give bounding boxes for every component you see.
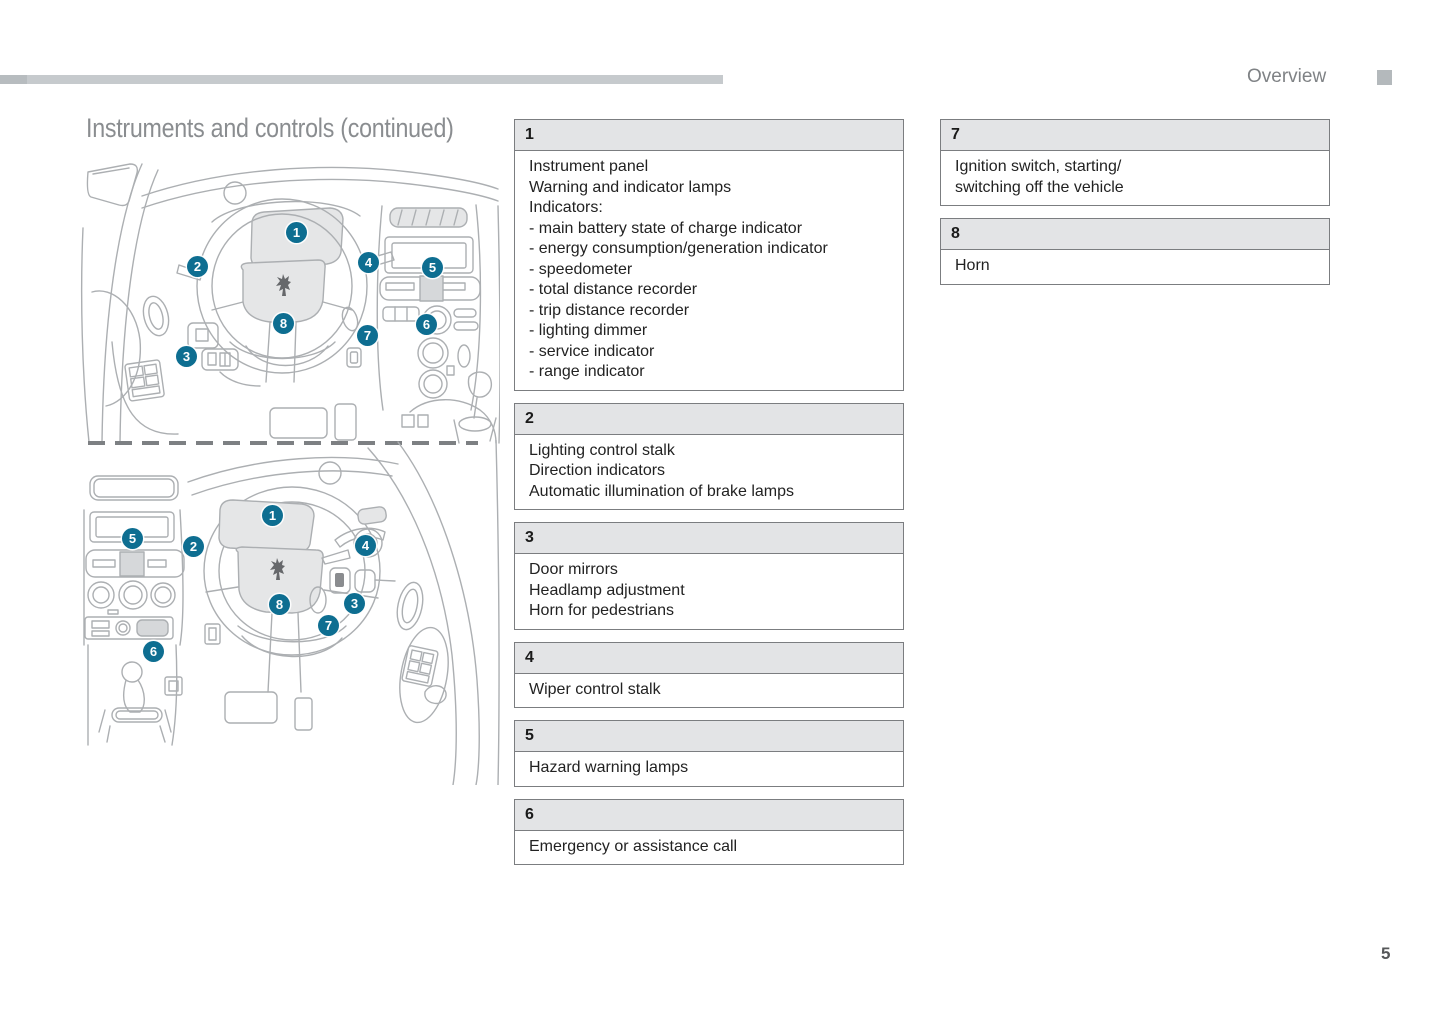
table-line: Horn [955, 257, 990, 274]
info-table-8-number: 8 [941, 219, 1329, 250]
table-line: Indicators: [529, 199, 603, 216]
table-line: Direction indicators [529, 462, 666, 479]
info-table-7-body: Ignition switch, starting/ switching off… [941, 151, 1329, 205]
callout-top-7: 7 [357, 325, 378, 346]
peugeot-lion-icon [276, 274, 291, 296]
dashboard-diagrams: 1 2 3 4 5 6 7 8 1 2 3 4 5 6 7 8 [80, 110, 500, 800]
info-table-3-number: 3 [515, 523, 903, 554]
info-table-7: 7 Ignition switch, starting/ switching o… [940, 119, 1330, 206]
callout-bottom-7: 7 [318, 615, 339, 636]
table-line: - total distance recorder [529, 281, 698, 298]
callout-top-1: 1 [286, 222, 307, 243]
table-line: - service indicator [529, 342, 655, 360]
table-line: Door mirrors [529, 561, 618, 578]
callout-top-6: 6 [416, 314, 437, 335]
section-marker-square [1377, 70, 1392, 85]
table-line: Headlamp adjustment [529, 581, 685, 599]
info-table-7-number: 7 [941, 120, 1329, 151]
info-table-4-number: 4 [515, 642, 903, 674]
legend-column-side: 7 Ignition switch, starting/ switching o… [940, 119, 1330, 297]
table-line: Automatic illumination of brake lamps [529, 482, 795, 500]
info-table-5-body: Hazard warning lamps [515, 752, 903, 786]
info-table-2-number: 2 [515, 403, 903, 435]
callout-bottom-5: 5 [122, 528, 143, 549]
info-table-8: 8 Horn [940, 218, 1330, 285]
info-table-1-number: 1 [515, 120, 903, 151]
info-table-2: 2 Lighting control stalk Direction indic… [514, 402, 904, 510]
table-line: Lighting control stalk [529, 441, 675, 459]
info-table-5-number: 5 [515, 721, 903, 752]
info-table-1-body: Instrument panel Warning and indicator l… [515, 151, 903, 390]
table-line: - main battery state of charge indicator [529, 219, 803, 237]
dashboard-illustration-top [80, 163, 500, 444]
section-label: Overview [1247, 66, 1327, 87]
callout-bottom-2: 2 [183, 536, 204, 557]
callout-top-4: 4 [358, 252, 379, 273]
legend-column-main: 1 Instrument panel Warning and indicator… [514, 119, 904, 877]
info-table-5: 5 Hazard warning lamps [514, 720, 904, 787]
callout-bottom-1: 1 [262, 505, 283, 526]
table-line: - lighting dimmer [529, 322, 648, 339]
info-table-3: 3 Door mirrors Headlamp adjustment Horn … [514, 522, 904, 630]
table-line: - trip distance recorder [529, 301, 690, 319]
table-line: Horn for pedestrians [529, 602, 674, 619]
callout-bottom-8: 8 [269, 594, 290, 615]
dashed-divider [88, 441, 478, 445]
info-table-6-body: Emergency or assistance call [515, 831, 903, 865]
table-line: - speedometer [529, 260, 633, 278]
callout-bottom-6: 6 [143, 641, 164, 662]
table-line: Ignition switch, starting/ [955, 158, 1122, 175]
info-table-2-body: Lighting control stalk Direction indicat… [515, 435, 903, 510]
page-number: 5 [1381, 944, 1391, 963]
callout-bottom-3: 3 [344, 593, 365, 614]
table-line: Emergency or assistance call [529, 837, 738, 855]
table-line: - range indicator [529, 363, 645, 380]
top-rule-bar-cap [0, 75, 27, 84]
info-table-6-number: 6 [515, 799, 903, 831]
table-line: Instrument panel [529, 158, 649, 175]
table-line: switching off the vehicle [955, 178, 1124, 196]
info-table-1: 1 Instrument panel Warning and indicator… [514, 119, 904, 391]
info-table-8-body: Horn [941, 250, 1329, 284]
dashboard-illustration-bottom [83, 440, 500, 785]
callout-top-2: 2 [187, 256, 208, 277]
info-table-3-body: Door mirrors Headlamp adjustment Horn fo… [515, 554, 903, 629]
table-line: Wiper control stalk [529, 680, 661, 698]
table-line: - energy consumption/generation indicato… [529, 240, 828, 257]
callout-bottom-4: 4 [355, 535, 376, 556]
callout-top-5: 5 [422, 257, 443, 278]
peugeot-lion-icon [270, 558, 285, 580]
page-title: Instruments and controls (continued) [86, 113, 454, 143]
top-rule-bar [0, 75, 723, 84]
table-line: Warning and indicator lamps [529, 178, 732, 196]
info-table-4: 4 Wiper control stalk [514, 641, 904, 708]
table-line: Hazard warning lamps [529, 759, 689, 776]
callout-top-8: 8 [273, 313, 294, 334]
info-table-4-body: Wiper control stalk [515, 674, 903, 708]
callout-top-3: 3 [176, 346, 197, 367]
info-table-6: 6 Emergency or assistance call [514, 798, 904, 865]
